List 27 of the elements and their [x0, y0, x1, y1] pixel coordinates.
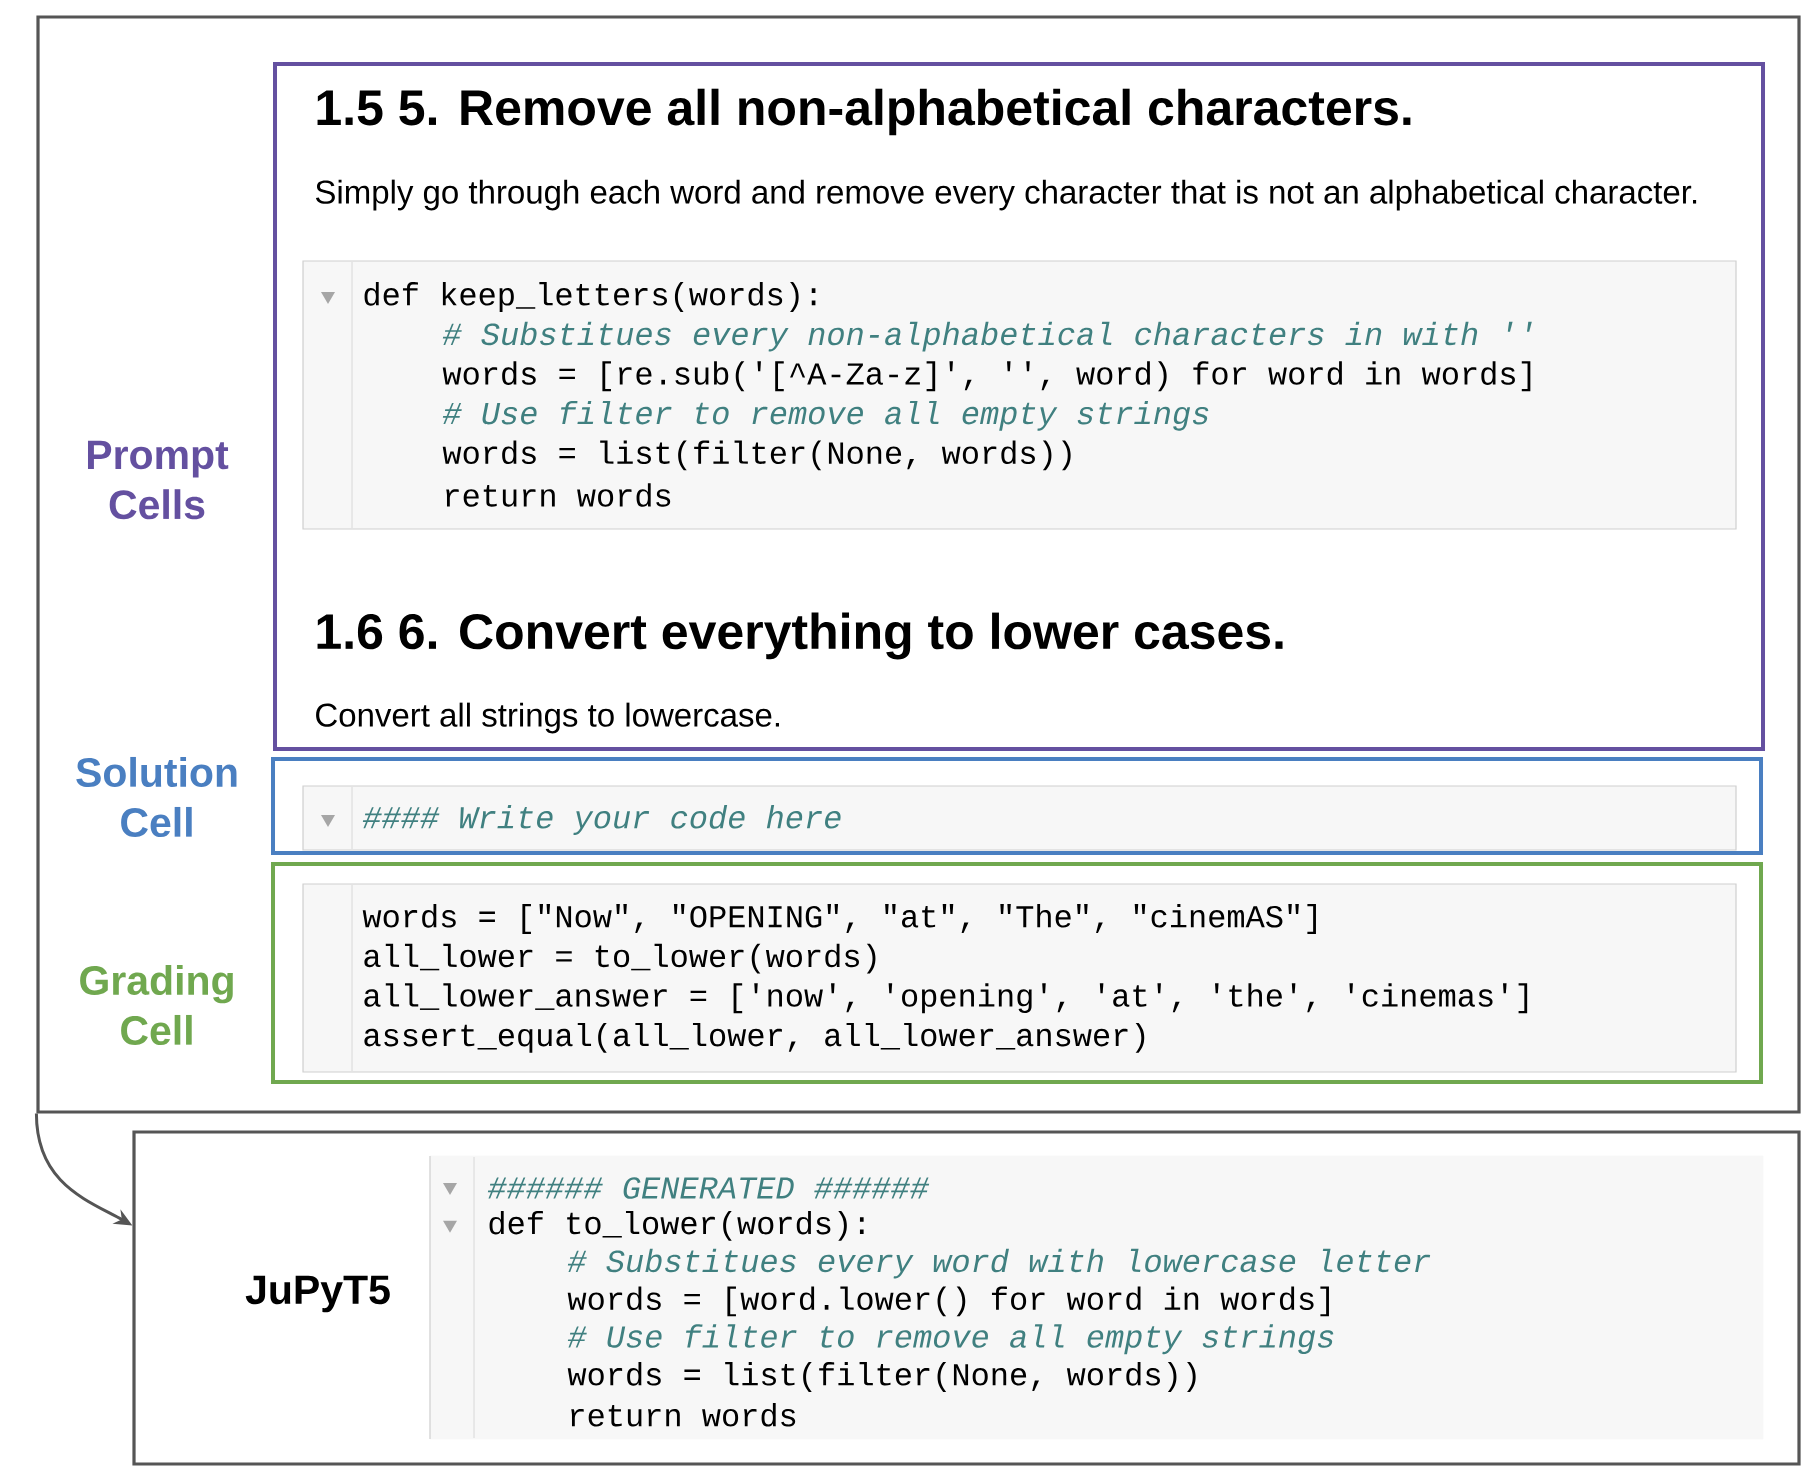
- cell-type-label: Prompt Cells: [88, 440, 229, 520]
- section-heading: 1.6 6. Convert everything to lower cases.: [317, 612, 1283, 660]
- code-line: all_lower = to_lower(words): [364, 943, 876, 974]
- code-line: words = list(filter(None, words)): [442, 440, 1071, 471]
- code-comment: # Use filter to remove all empty strings: [567, 1324, 1334, 1355]
- section-heading: 1.5 5. Remove all non-alphabetical characters.: [317, 88, 1411, 136]
- instruction-text: Simply go through each word and remove every character that is not an alphabetical character.: [315, 179, 1697, 211]
- code-line: words = [re.sub('[^A-Za-z]', '', word) for word in words]: [442, 361, 1531, 392]
- code-line: return words: [446, 483, 671, 507]
- model-label: JuPyT5: [245, 1275, 390, 1313]
- code-comment: ###### GENERATED ######: [487, 1177, 930, 1199]
- instruction-text: Convert all strings to lowercase.: [316, 702, 779, 734]
- code-line: words = [word.lower() for word in words]: [567, 1286, 1329, 1317]
- code-line: assert_equal(all_lower, all_lower_answer): [364, 1022, 1145, 1053]
- code-line: words = list(filter(None, words)): [567, 1362, 1196, 1392]
- code-line: def to_lower(words):: [489, 1210, 864, 1241]
- code-comment: # Substitues every non-alphabetical characters in with '': [442, 321, 1532, 352]
- code-comment: # Substitues every word with lowercase letter: [567, 1248, 1431, 1279]
- code-line: all_lower_answer = ['now', 'opening', 'at', 'the', 'cinemas']: [364, 983, 1528, 1014]
- cell-type-label: Solution Cell: [76, 756, 237, 838]
- code-comment: # Use filter to remove all empty strings: [442, 400, 1209, 431]
- cell-type-label: Grading Cell: [80, 964, 233, 1046]
- cell-group-frame: [36, 15, 1801, 1114]
- code-line: def keep_letters(words):: [364, 282, 816, 312]
- code-line: words = ["Now", "OPENING", "at", "The", "cinemAS"]: [362, 904, 1316, 934]
- code-line: return words: [571, 1403, 796, 1427]
- code-comment: #### Write your code here: [362, 805, 841, 835]
